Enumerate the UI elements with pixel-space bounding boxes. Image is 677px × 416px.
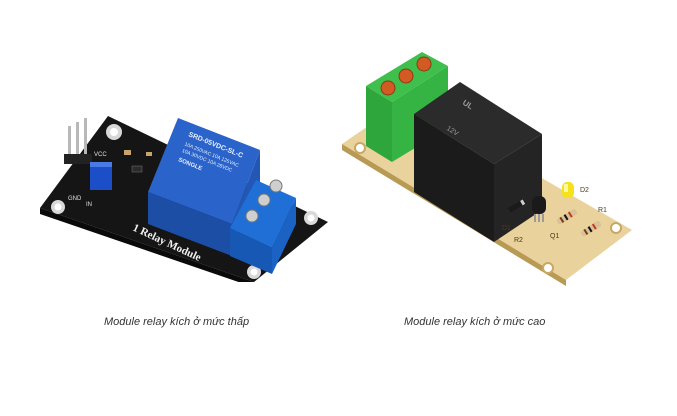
terminal-screw <box>380 80 396 96</box>
silk-label-r2: R2 <box>514 237 523 244</box>
pin-label-in: IN <box>86 202 92 208</box>
mounting-hole <box>542 262 554 274</box>
mounting-hole <box>307 214 315 222</box>
screw-terminal <box>230 179 296 274</box>
mounting-hole <box>54 203 62 211</box>
relay-block <box>414 82 542 242</box>
diode <box>507 199 527 213</box>
jumper <box>90 162 112 190</box>
header-pins <box>68 118 87 162</box>
mounting-hole <box>250 268 258 276</box>
silk-label-d2: D2 <box>580 187 589 194</box>
mounting-hole <box>610 222 622 234</box>
terminal-screw <box>257 193 271 207</box>
resistor <box>580 221 602 237</box>
terminal-screw <box>269 179 283 193</box>
pin-label-gnd: GND <box>68 196 82 202</box>
mounting-hole <box>354 142 366 154</box>
relay-module-high-trigger-photo: UL 12V D1 R2 D2 R1 Q1 <box>342 52 632 286</box>
terminal-screw <box>416 56 432 72</box>
led-indicator <box>562 182 574 198</box>
mounting-hole <box>110 128 118 136</box>
resistor <box>556 209 578 225</box>
smd-component <box>146 152 152 156</box>
silkscreen-labels: D1 R2 D2 R1 Q1 <box>502 187 607 244</box>
silk-label-d1: D1 <box>502 225 511 232</box>
caption-high-trigger: Module relay kích ở mức cao <box>404 316 546 328</box>
pcb-edge <box>40 208 254 282</box>
header-base <box>64 154 92 164</box>
smd-component <box>124 150 131 155</box>
transistor <box>532 196 546 222</box>
silk-label-r1: R1 <box>598 207 607 214</box>
terminal-screw <box>398 68 414 84</box>
smd-component <box>131 165 143 173</box>
caption-low-trigger: Module relay kích ở mức thấp <box>104 316 250 328</box>
relay-module-low-trigger-photo: VCC GND IN SRD-05VDC-SL-C 10A 250VAC 10A… <box>40 116 328 282</box>
terminal-screw <box>245 209 259 223</box>
pin-label-vcc: VCC <box>94 152 107 158</box>
silk-label-q1: Q1 <box>550 233 559 240</box>
